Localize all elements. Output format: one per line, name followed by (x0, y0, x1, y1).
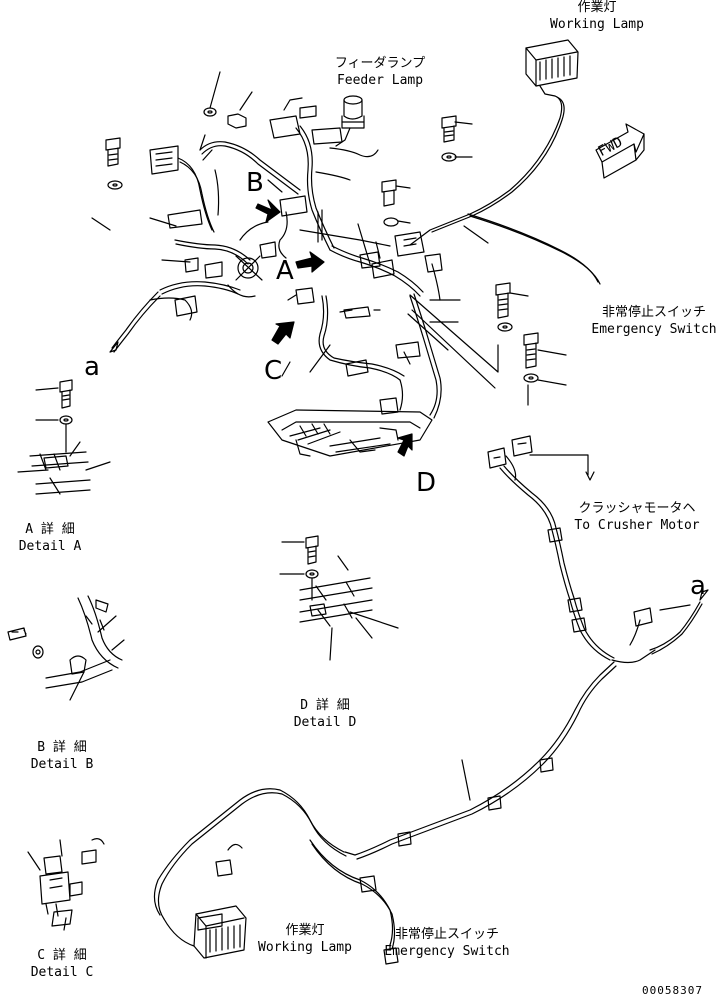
cable-tray (267, 409, 433, 457)
feeder-lamp (335, 95, 365, 147)
detail-a-label-jp: A 詳 細 (25, 522, 75, 537)
view-arrows (255, 199, 413, 457)
working-lamp-bottom (163, 905, 247, 959)
harness-center (269, 97, 443, 381)
bolts-right (381, 115, 567, 406)
detail-d (279, 535, 399, 661)
view-b-label: B (246, 168, 264, 198)
view-a-label: A (276, 256, 294, 286)
detail-a (17, 379, 111, 495)
lamp-wire-right (409, 95, 601, 285)
harness-right-down (345, 293, 442, 419)
ref-a-right: a (690, 571, 706, 601)
emergency-switch-right-label-en: Emergency Switch (591, 322, 717, 337)
connectors-bottom (215, 843, 399, 965)
feeder-lamp-label-jp: フィーダランプ (334, 56, 426, 71)
wire-to-a-left (109, 291, 161, 353)
emergency-switch-bottom-label-en: Emergency Switch (384, 944, 510, 959)
ref-a-left: a (84, 352, 100, 382)
drawing-number: 00058307 (642, 984, 703, 997)
detail-c (27, 838, 105, 931)
leader-lines (91, 179, 461, 377)
working-lamp-bottom-label-jp: 作業灯 (285, 923, 325, 938)
crusher-motor-label-jp: クラッシャモータヘ (578, 501, 696, 516)
emergency-switch-right-label-jp: 非常停止スイッチ (601, 305, 707, 320)
detail-c-label-en: Detail C (30, 965, 94, 980)
detail-b (7, 595, 125, 701)
view-d-label: D (416, 468, 437, 498)
working-lamp-top-label-jp: 作業灯 (577, 0, 617, 15)
bolts-left (105, 71, 253, 190)
feeder-lamp-label-en: Feeder Lamp (336, 73, 424, 88)
detail-b-label-en: Detail B (30, 757, 94, 772)
detail-c-label-jp: C 詳 細 (37, 948, 87, 963)
fwd-arrow (595, 123, 645, 179)
working-lamp-top-label-en: Working Lamp (550, 17, 644, 32)
crusher-motor-label-en: To Crusher Motor (574, 518, 700, 533)
detail-d-label-en: Detail D (293, 715, 357, 730)
wire-to-a-right (629, 589, 709, 655)
working-lamp-bottom-label-en: Working Lamp (258, 940, 352, 955)
crusher-motor-harness (487, 435, 615, 661)
detail-b-label-jp: B 詳 細 (37, 740, 87, 755)
working-lamp-top (525, 39, 579, 97)
harness-long-bottom (153, 649, 656, 950)
detail-a-label-en: Detail A (18, 539, 82, 554)
emergency-switch-bottom-label-jp: 非常停止スイッチ (394, 927, 500, 942)
harness-cluster-left (149, 134, 301, 321)
view-c-label: C (264, 356, 283, 386)
detail-d-label-jp: D 詳 細 (300, 698, 350, 713)
